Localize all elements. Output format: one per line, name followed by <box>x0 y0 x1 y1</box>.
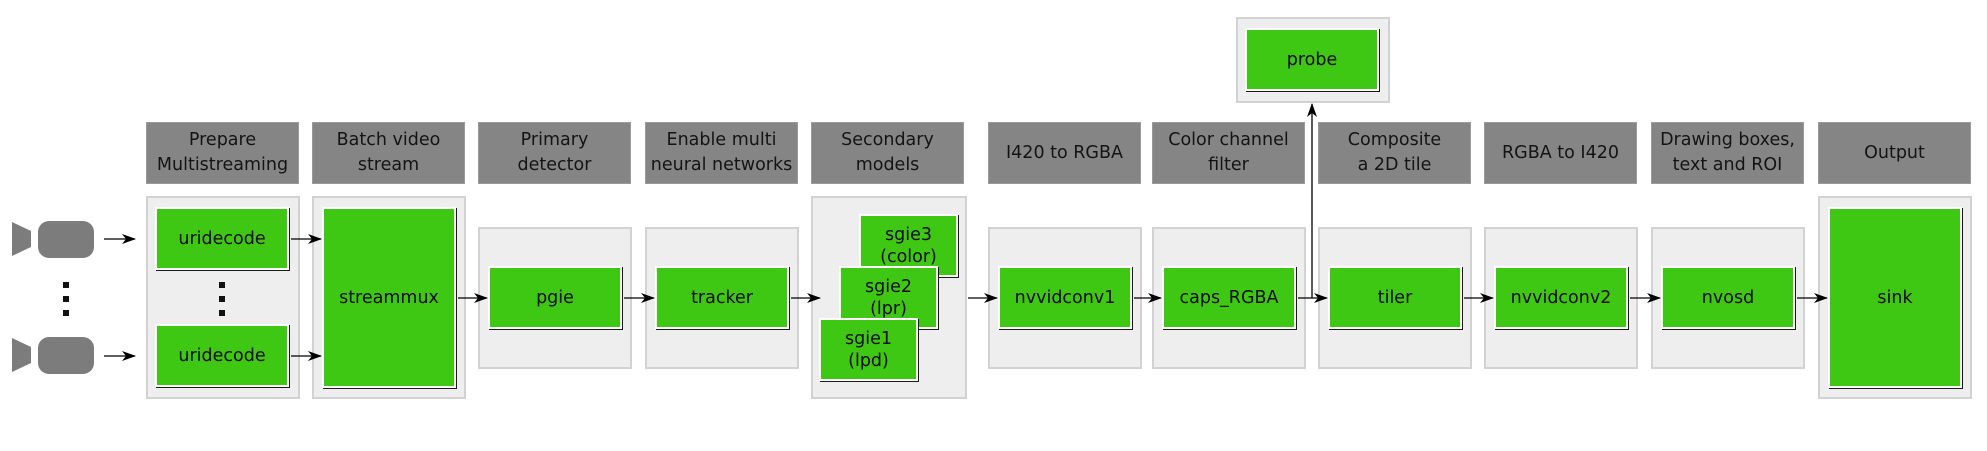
header-secondary-models: Secondary models <box>811 122 964 184</box>
header-prepare-multistreaming: Prepare Multistreaming <box>146 122 299 184</box>
uridecode-bottom: uridecode <box>155 324 289 387</box>
vertical-ellipsis-icon <box>63 282 69 316</box>
streammux: streammux <box>322 207 456 388</box>
probe: probe <box>1245 28 1379 91</box>
nvvidconv2: nvvidconv2 <box>1494 266 1628 329</box>
header-enable-multi-neural-networks: Enable multi neural networks <box>645 122 798 184</box>
video-camera-icon <box>12 221 94 258</box>
header-drawing-boxes: Drawing boxes, text and ROI <box>1651 122 1804 184</box>
sgie1: sgie1 (lpd) <box>819 318 918 381</box>
header-composite-2d-tile: Composite a 2D tile <box>1318 122 1471 184</box>
header-primary-detector: Primary detector <box>478 122 631 184</box>
caps-rgba: caps_RGBA <box>1162 266 1296 329</box>
nvvidconv1: nvvidconv1 <box>998 266 1132 329</box>
vertical-ellipsis-icon <box>219 282 225 316</box>
tracker: tracker <box>655 266 789 329</box>
nvosd: nvosd <box>1661 266 1795 329</box>
video-camera-icon <box>12 337 94 374</box>
header-rgba-to-i420: RGBA to I420 <box>1484 122 1637 184</box>
header-batch-video-stream: Batch video stream <box>312 122 465 184</box>
pgie: pgie <box>488 266 622 329</box>
sink: sink <box>1828 207 1962 388</box>
uridecode-top: uridecode <box>155 207 289 270</box>
tiler: tiler <box>1328 266 1462 329</box>
header-color-channel-filter: Color channel filter <box>1152 122 1305 184</box>
header-output: Output <box>1818 122 1971 184</box>
header-i420-to-rgba: I420 to RGBA <box>988 122 1141 184</box>
